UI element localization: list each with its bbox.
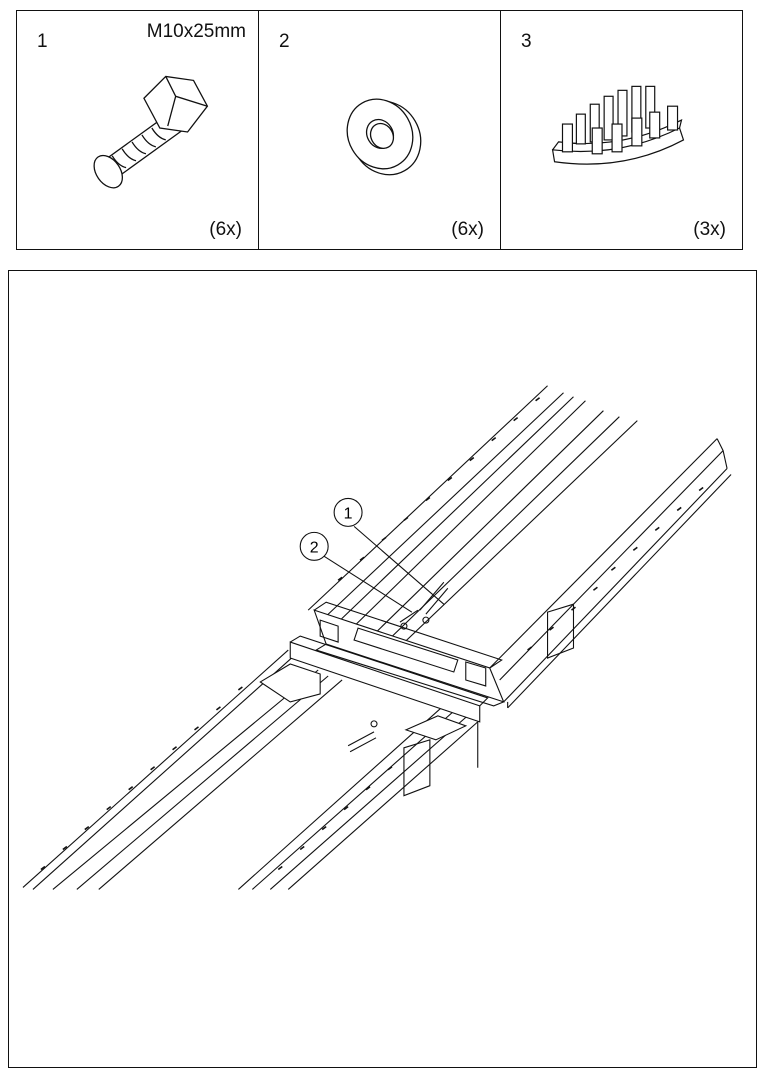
part-cell-bolt: 1 M10x25mm (6x) (17, 11, 259, 249)
part-number: 1 (37, 31, 48, 52)
part-cell-clip: 3 (3x) (501, 11, 742, 249)
upper-rail-holes (337, 397, 704, 651)
lower-rail-holes (40, 686, 393, 871)
callout-label: 2 (310, 539, 319, 556)
parts-table: 1 M10x25mm (6x) 2 (6x) (16, 10, 743, 250)
washer-icon (346, 98, 422, 176)
part-quantity: (3x) (693, 219, 726, 240)
upper-rail-right (487, 438, 732, 709)
bolt-assembly-lower (347, 720, 378, 753)
bolt-assembly-upper (399, 581, 449, 630)
part-cell-washer: 2 (6x) (259, 11, 501, 249)
upper-cross-member (313, 601, 505, 707)
callout-leader-2 (323, 555, 413, 613)
part-number: 3 (521, 31, 532, 52)
part-quantity: (6x) (451, 219, 484, 240)
lower-rail-left (22, 649, 343, 890)
callout-1: 1 (333, 497, 363, 527)
part-quantity: (6x) (209, 219, 242, 240)
callout-leader-1 (353, 525, 445, 605)
part-number: 2 (279, 31, 290, 52)
callout-label: 1 (344, 505, 353, 522)
hex-bolt-icon (93, 75, 209, 189)
cable-clip-icon (551, 85, 685, 165)
frame-assembly-drawing: 1 2 (22, 385, 732, 890)
lower-cross-member (259, 603, 575, 797)
assembly-diagram: 1 2 (8, 270, 757, 1068)
upper-rail-left (307, 385, 638, 657)
callout-2: 2 (299, 531, 329, 561)
part-spec: M10x25mm (146, 21, 246, 42)
